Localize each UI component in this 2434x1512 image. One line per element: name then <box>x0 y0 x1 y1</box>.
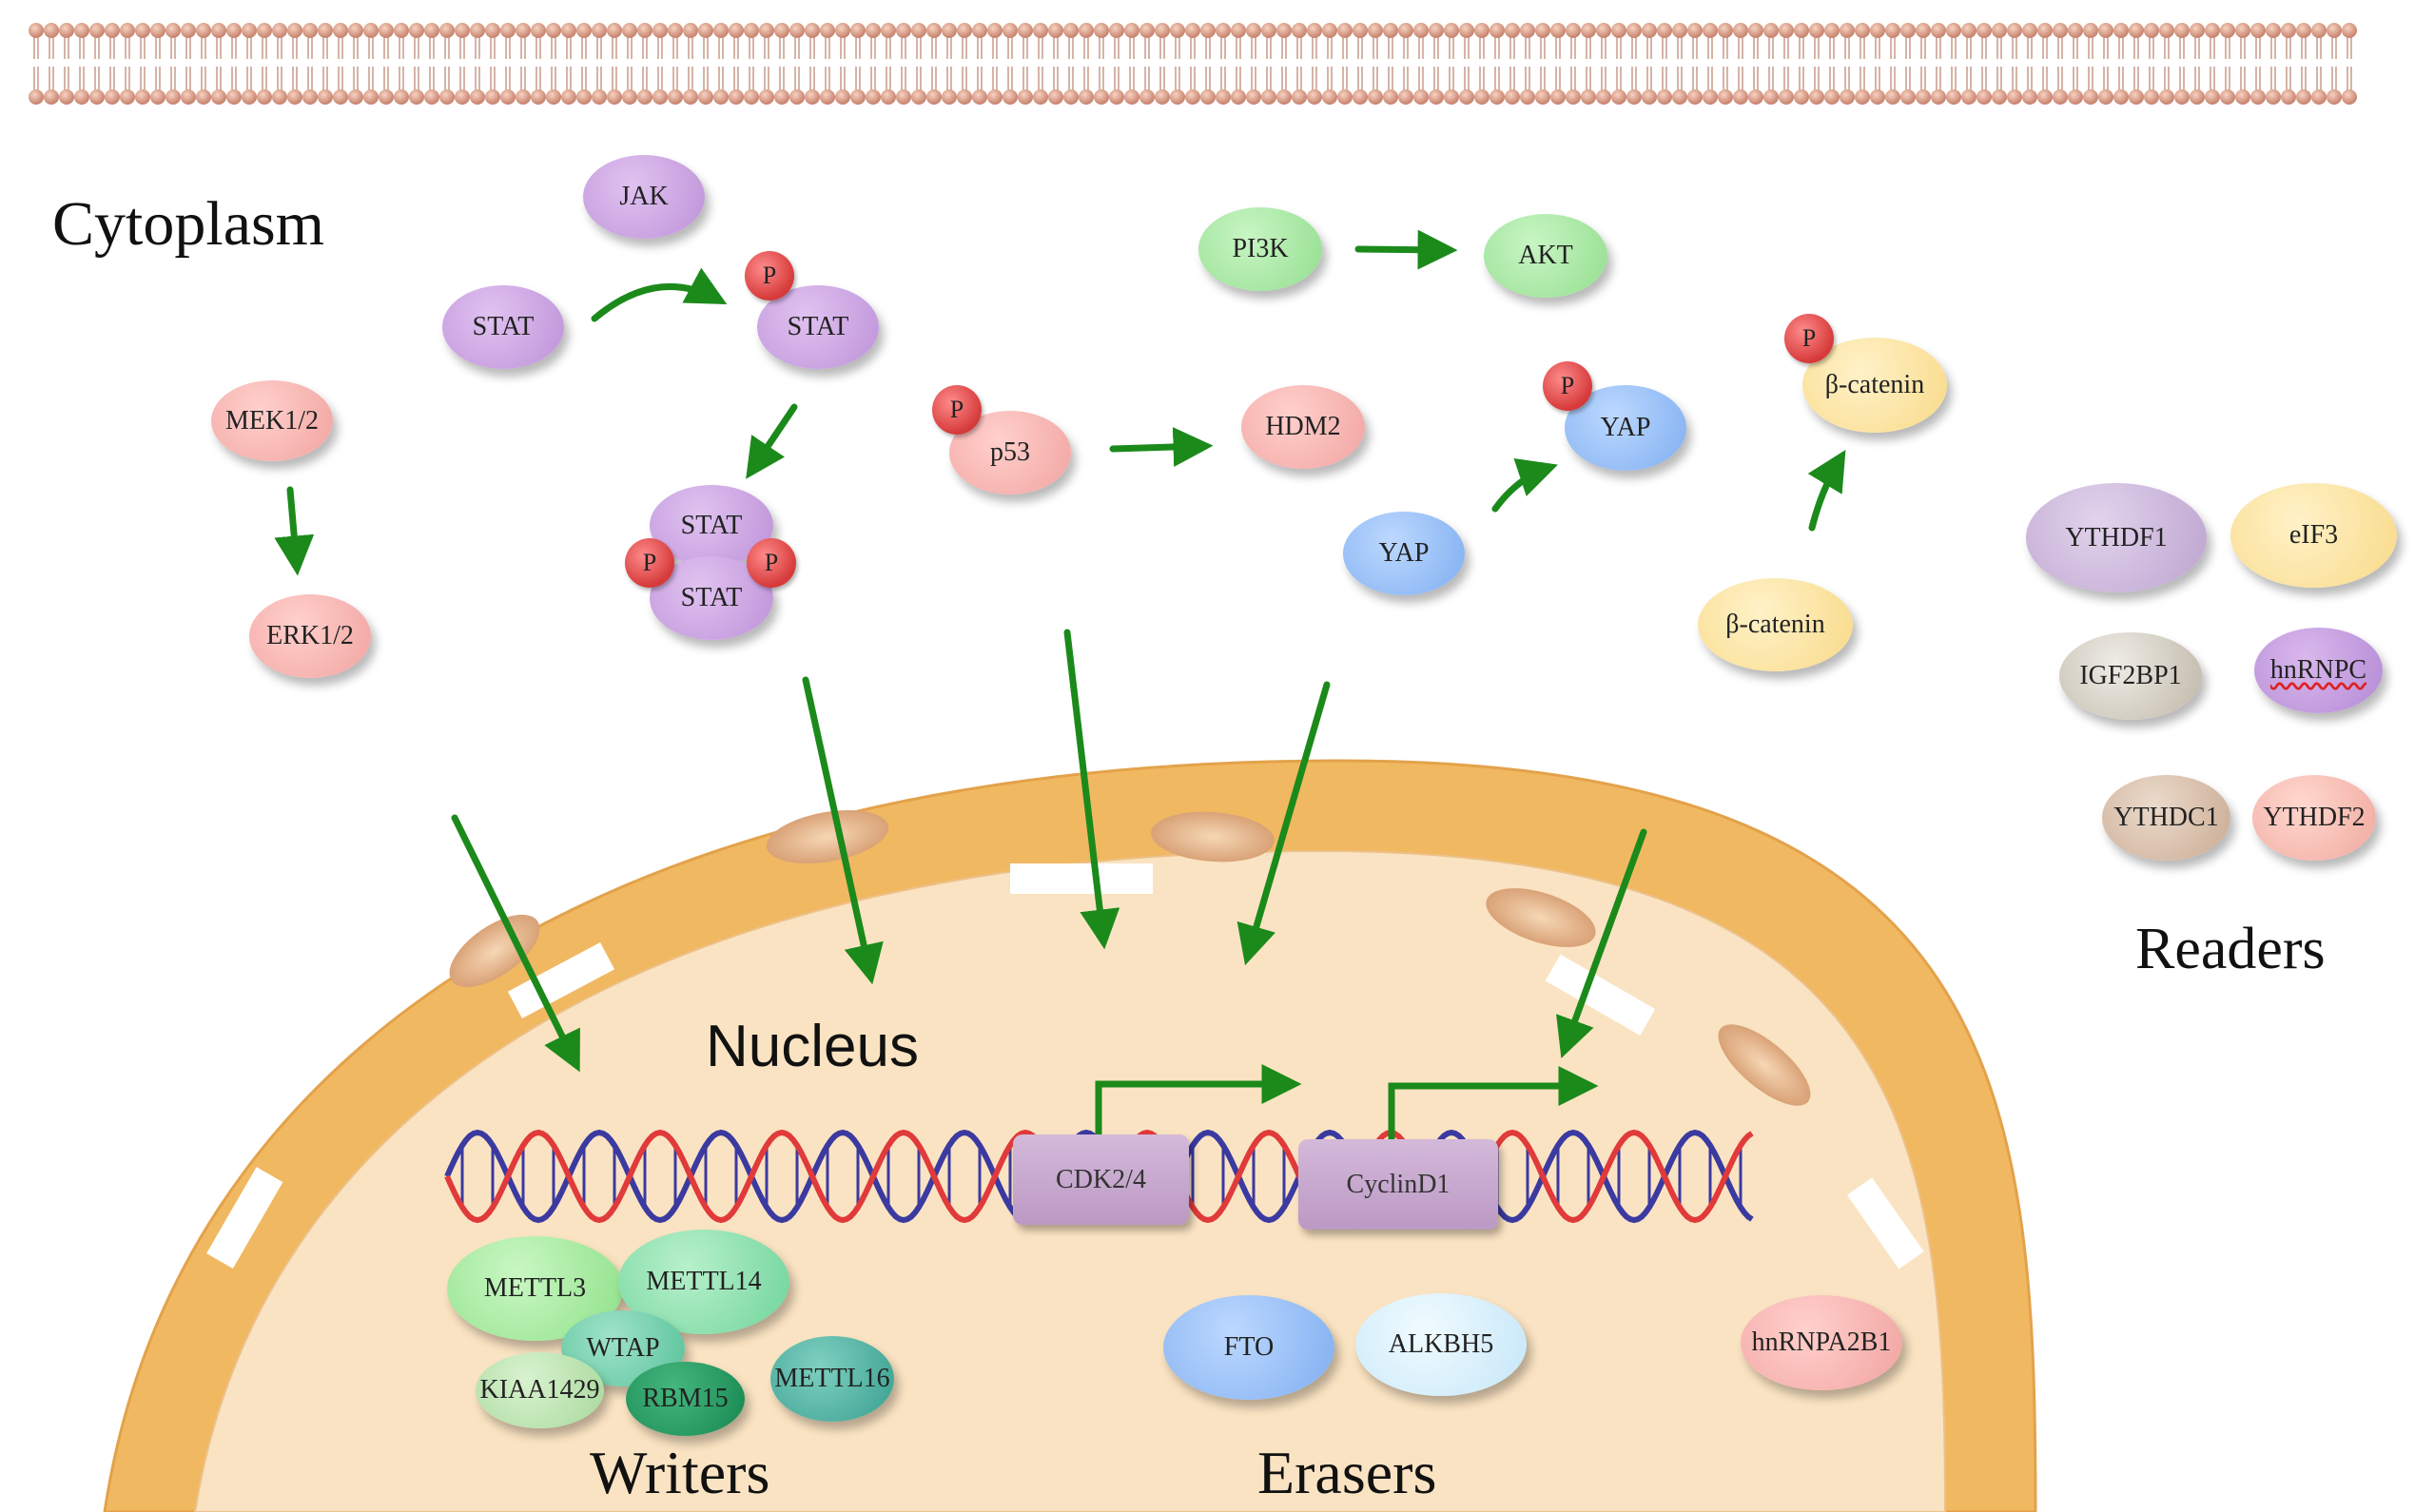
nuclear-pore <box>1545 954 1656 1036</box>
reader-ythdf1: YTHDF1 <box>2026 483 2207 592</box>
phosphate-dimer-left: P <box>625 538 674 588</box>
eraser-fto: FTO <box>1163 1295 1334 1400</box>
phosphate-stat: P <box>745 251 794 300</box>
stat-phosphorylated-node: STAT <box>757 285 879 369</box>
jak-node: JAK <box>583 155 705 239</box>
arrow-pi3k-akt <box>1354 229 1458 270</box>
erasers-label: Erasers <box>1257 1439 1437 1506</box>
hdm2-node: HDM2 <box>1241 385 1365 469</box>
arrow-cyclin-transcription <box>1388 1066 1599 1145</box>
arrow-cdk-transcription <box>1095 1064 1302 1140</box>
writer-mettl16: METTL16 <box>770 1336 894 1422</box>
arrow-bcatenin-phos <box>1807 450 1846 532</box>
arrow-p53-hdm2 <box>1109 427 1214 467</box>
eraser-alkbh5: ALKBH5 <box>1355 1293 1527 1396</box>
nuclear-pore <box>1010 863 1153 894</box>
arrow-to-nucleus-4 <box>1236 681 1331 966</box>
stat-node: STAT <box>442 285 564 369</box>
nuclear-pore <box>507 942 615 1018</box>
reader-igf2bp1: IGF2BP1 <box>2059 632 2202 720</box>
gene-cyclin: CyclinD1 <box>1298 1139 1498 1230</box>
writer-kiaa1429: KIAA1429 <box>476 1352 604 1428</box>
yap-node: YAP <box>1343 512 1465 595</box>
writers-label: Writers <box>590 1439 770 1506</box>
reader-eif3: eIF3 <box>2230 483 2397 588</box>
reader-ythdf2: YTHDF2 <box>2252 775 2376 861</box>
erk-node: ERK1/2 <box>249 594 371 678</box>
arrow-stat-phos <box>591 267 728 322</box>
mek-node: MEK1/2 <box>211 380 333 461</box>
plasma-membrane <box>29 23 2357 105</box>
phosphate-dimer-right: P <box>747 538 796 588</box>
phosphate-p53: P <box>932 385 982 435</box>
arrow-to-nucleus-1 <box>451 814 580 1073</box>
pi3k-node: PI3K <box>1198 207 1322 291</box>
writer-rbm15: RBM15 <box>626 1362 745 1436</box>
beta-catenin-node: β-catenin <box>1698 578 1853 671</box>
arrow-mek-erk <box>274 486 315 576</box>
reader-hnrnpc: hnRNPC <box>2254 628 2383 713</box>
arrow-to-nucleus-3 <box>1063 629 1120 950</box>
readers-label: Readers <box>2135 917 2326 981</box>
nuclear-pore <box>206 1167 283 1270</box>
arrow-to-nucleus-2 <box>802 676 884 985</box>
reader-hnrnpa2b1: hnRNPA2B1 <box>1741 1295 1902 1390</box>
phosphate-yap: P <box>1543 361 1592 411</box>
gene-cdk: CDK2/4 <box>1013 1134 1189 1225</box>
arrow-to-nucleus-5 <box>1556 828 1647 1058</box>
beta-catenin-phosphorylated-node: β-catenin <box>1802 338 1947 433</box>
akt-node: AKT <box>1484 214 1607 298</box>
arrow-stat-dimer <box>746 403 798 479</box>
arrow-yap-phos <box>1491 458 1558 513</box>
cytoplasm-label: Cytoplasm <box>52 189 325 259</box>
nuclear-pore <box>1846 1177 1924 1270</box>
reader-ythdc1: YTHDC1 <box>2102 775 2230 861</box>
nucleus-label: Nucleus <box>706 1014 919 1079</box>
signal-arrows <box>274 229 1846 1145</box>
phosphate-beta-catenin: P <box>1784 314 1834 363</box>
